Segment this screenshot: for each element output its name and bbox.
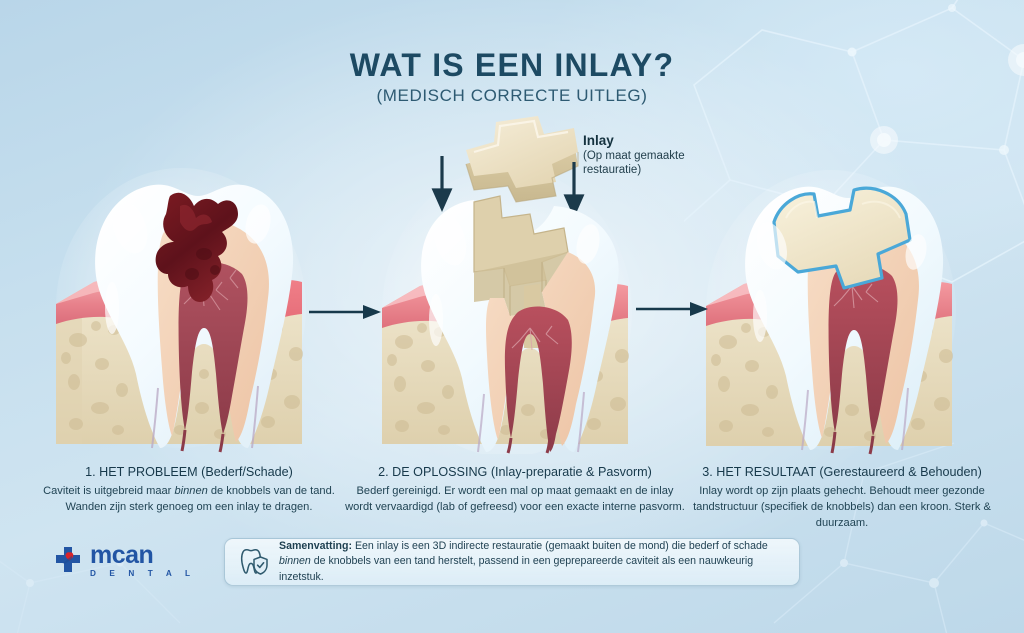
panel-3-caption: 3. HET RESULTAAT (Gerestaureerd & Behoud… [668,464,1016,531]
page-subtitle: (MEDISCH CORRECTE UITLEG) [376,86,648,105]
medical-cross-heart-icon [56,546,80,572]
logo-name: mcan [90,541,154,569]
summary-text: Samenvatting: Een inlay is een 3D indire… [279,539,768,583]
tooth-3-restored-molar [706,170,956,455]
logo-tagline: D E N T A L [90,569,196,578]
tooth-shield-check-icon [240,549,268,575]
flow-arrow-2 [636,302,708,316]
seated-inlay [772,186,912,290]
inlay-block [465,116,579,203]
panel-1-heading: 1. HET PROBLEEM (Bederf/Schade) [85,465,293,479]
panel-3-heading: 3. HET RESULTAAT (Gerestaureerd & Behoud… [702,465,982,479]
panel-2-description: Bederf gereinigd. Er wordt een mal op ma… [345,485,685,513]
down-arrow-right [563,162,585,218]
tooth-1-decayed-molar [56,168,306,453]
mcan-dental-logo: mcan D E N T A L [52,543,196,578]
summary-box: Samenvatting: Een inlay is een 3D indire… [224,538,800,586]
down-arrow-left [431,156,453,212]
inlay-callout-title: Inlay [583,133,614,148]
tooth-2-prepared-molar-with-inlay [382,116,632,454]
inlay-callout: Inlay (Op maat gemaakte restauratie) [583,133,685,178]
panel-1-caption: 1. HET PROBLEEM (Bederf/Schade) Caviteit… [18,464,360,516]
flow-arrow-1 [309,305,381,319]
panel-3-description: Inlay wordt op zijn plaats gehecht. Beho… [693,485,991,529]
panel-2-caption: 2. DE OPLOSSING (Inlay-preparatie & Pasv… [345,464,685,516]
panel-2-heading: 2. DE OPLOSSING (Inlay-preparatie & Pasv… [378,465,652,479]
page-title: WAT IS EEN INLAY? [349,47,675,83]
inlay-callout-line2: restauratie) [583,164,642,177]
panel-1-description: Caviteit is uitgebreid maar binnen de kn… [43,485,335,513]
inlay-callout-line1: (Op maat gemaakte [583,150,685,163]
